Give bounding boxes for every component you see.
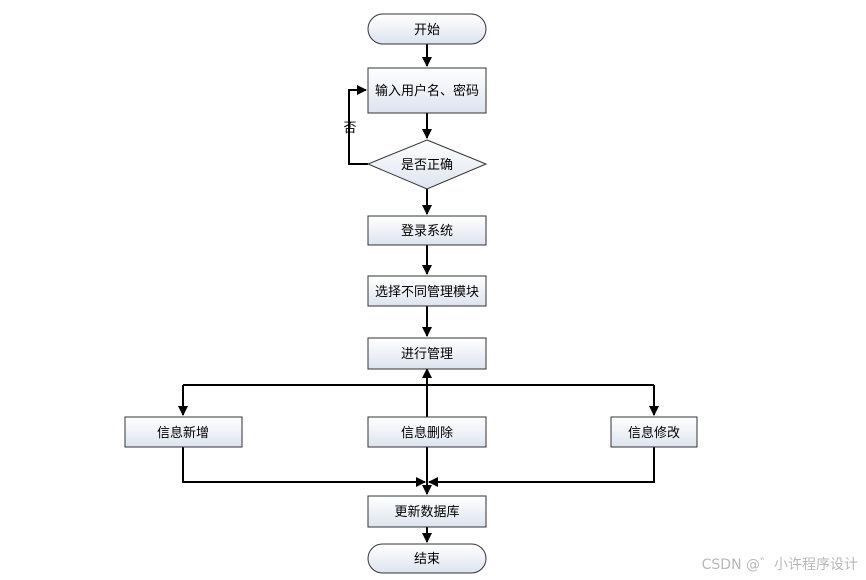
node-login: 登录系统 bbox=[367, 215, 487, 246]
node-select-label: 选择不同管理模块 bbox=[375, 285, 479, 300]
node-delete-label: 信息删除 bbox=[401, 425, 453, 441]
edge-add-update bbox=[182, 447, 426, 487]
node-input-label: 输入用户名、密码 bbox=[375, 83, 479, 99]
edge-modify-update bbox=[428, 447, 655, 487]
node-update-label: 更新数据库 bbox=[394, 504, 459, 520]
node-input: 输入用户名、密码 bbox=[367, 67, 487, 114]
node-modify-label: 信息修改 bbox=[628, 425, 680, 441]
node-end-label: 结束 bbox=[414, 552, 440, 567]
node-start-label: 开始 bbox=[414, 23, 440, 38]
node-manage: 进行管理 bbox=[367, 337, 487, 370]
node-select: 选择不同管理模块 bbox=[367, 275, 487, 307]
node-end: 结束 bbox=[367, 543, 487, 574]
node-modify: 信息修改 bbox=[610, 416, 698, 448]
node-delete: 信息删除 bbox=[367, 416, 487, 448]
node-check-label: 是否正确 bbox=[401, 158, 453, 173]
node-manage-label: 进行管理 bbox=[401, 347, 453, 362]
node-add-label: 信息新增 bbox=[157, 425, 209, 441]
edge-check-no-loop bbox=[348, 85, 368, 165]
node-start: 开始 bbox=[367, 13, 487, 45]
node-login-label: 登录系统 bbox=[401, 224, 453, 239]
node-add: 信息新增 bbox=[124, 416, 243, 448]
node-update: 更新数据库 bbox=[367, 495, 487, 528]
watermark: CSDN @゛小许程序设计 bbox=[701, 557, 858, 573]
edge-no-label: 否 bbox=[343, 121, 356, 136]
connectors bbox=[178, 44, 659, 543]
node-check: 是否正确 bbox=[366, 139, 488, 190]
